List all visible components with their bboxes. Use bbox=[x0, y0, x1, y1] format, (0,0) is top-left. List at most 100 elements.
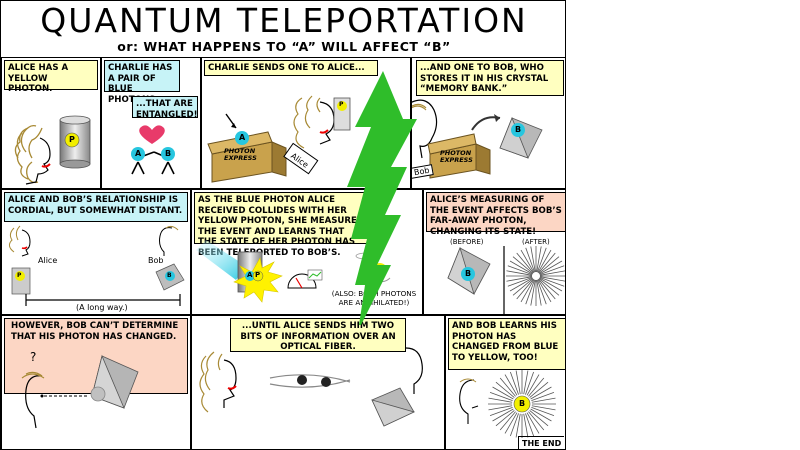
caption-charlie-sends: CHARLIE SENDS ONE TO ALICE... bbox=[204, 60, 378, 76]
the-end-label: THE END bbox=[518, 436, 565, 449]
caption-bob-learns: AND BOB LEARNS HIS PHOTON HAS CHANGED FR… bbox=[448, 318, 565, 370]
burst-ray bbox=[506, 270, 533, 276]
burst-ray bbox=[516, 252, 534, 274]
burst-ray bbox=[537, 279, 552, 303]
page-title: QUANTUM TELEPORTATION bbox=[40, 1, 528, 40]
photon-p-label: P bbox=[339, 101, 344, 108]
photon-p-label: P bbox=[17, 272, 22, 279]
comic-strip: QUANTUM TELEPORTATION or: WHAT HAPPENS T… bbox=[0, 0, 566, 450]
burst-ray bbox=[539, 265, 565, 276]
burst-ray bbox=[530, 386, 552, 400]
burst-ray bbox=[529, 381, 549, 398]
after-label: (AFTER) bbox=[522, 238, 550, 246]
entangled-photons-illustration bbox=[131, 125, 175, 175]
burst-ray bbox=[539, 276, 565, 282]
burst-ray bbox=[509, 277, 533, 292]
photon-b-label: B bbox=[515, 125, 522, 134]
burst-ray bbox=[530, 279, 536, 306]
panel-alice-yellow-photon: ALICE HAS A YELLOW PHOTON. P bbox=[1, 57, 101, 189]
burst-ray bbox=[489, 407, 513, 417]
burst-ray bbox=[525, 247, 536, 273]
photon-p-label: P bbox=[255, 271, 261, 279]
burst-ray bbox=[526, 412, 540, 434]
fiber-transmission-illustration bbox=[199, 347, 423, 427]
burst-ray bbox=[537, 249, 552, 273]
burst-ray bbox=[509, 260, 533, 275]
photon-express-box-alice bbox=[207, 95, 351, 183]
burst-ray bbox=[520, 249, 535, 273]
burst-ray bbox=[492, 408, 514, 422]
caption-measuring: ALICE’S MEASURING OF THE EVENT AFFECTS B… bbox=[426, 192, 565, 237]
burst-ray bbox=[525, 279, 536, 305]
burst-ray bbox=[539, 260, 563, 275]
burst-ray bbox=[536, 279, 542, 306]
burst-ray bbox=[488, 397, 513, 403]
burst-ray bbox=[531, 397, 556, 403]
question-mark: ? bbox=[30, 350, 37, 364]
burst-ray bbox=[512, 256, 534, 274]
caption-collision: AS THE BLUE PHOTON ALICE RECEIVED COLLID… bbox=[194, 192, 370, 258]
burst-ray bbox=[531, 407, 555, 417]
panel-bob-learns: AND BOB LEARNS HIS PHOTON HAS CHANGED FR… bbox=[445, 315, 565, 449]
bob-looking-at-crystal bbox=[21, 354, 139, 429]
burst-ray bbox=[506, 276, 533, 282]
burst-ray bbox=[528, 411, 545, 431]
panel-optical-fiber: ...UNTIL ALICE SENDS HIM TWO BITS OF INF… bbox=[191, 315, 445, 449]
caption-cant-determine: HOWEVER, BOB CAN’T DETERMINE THAT HIS PH… bbox=[4, 318, 188, 394]
caption-optical-fiber: ...UNTIL ALICE SENDS HIM TWO BITS OF INF… bbox=[230, 318, 406, 352]
lightning-bolt bbox=[347, 71, 417, 325]
before-label: (BEFORE) bbox=[450, 238, 484, 246]
burst-ray bbox=[516, 278, 534, 300]
photon-a-label: A bbox=[135, 149, 142, 158]
panel-measuring-affects-bob: ALICE’S MEASURING OF THE EVENT AFFECTS B… bbox=[423, 189, 565, 315]
burst-ray bbox=[507, 276, 533, 287]
photon-b-label: B bbox=[519, 399, 526, 408]
burst-ray bbox=[538, 278, 556, 300]
photon-a-label: A bbox=[247, 271, 253, 279]
photon-a-label: A bbox=[239, 133, 246, 142]
burst-ray bbox=[492, 386, 514, 400]
burst-ray bbox=[525, 371, 535, 395]
burst-ray bbox=[539, 277, 563, 292]
burst-ray bbox=[539, 276, 565, 287]
burst-ray bbox=[536, 247, 547, 273]
burst-ray bbox=[538, 278, 560, 296]
burst-ray bbox=[495, 381, 515, 398]
burst-ray bbox=[495, 410, 515, 427]
burst-ray bbox=[529, 410, 549, 427]
burst-ray bbox=[538, 252, 556, 274]
alice-label: Alice bbox=[38, 256, 58, 265]
burst-ray bbox=[530, 246, 536, 273]
page-subtitle: or: WHAT HAPPENS TO “A” WILL AFFECT “B” bbox=[117, 39, 451, 54]
burst-ray bbox=[489, 391, 513, 401]
before-after-crystal bbox=[447, 246, 565, 314]
burst-ray bbox=[531, 405, 556, 411]
burst-ray bbox=[539, 270, 565, 276]
burst-ray bbox=[515, 413, 521, 438]
yellow-photon-burst bbox=[459, 370, 556, 438]
burst-ray bbox=[523, 370, 529, 395]
photon-b-label: B bbox=[465, 269, 472, 278]
burst-ray bbox=[530, 408, 552, 422]
photon-b-label: B bbox=[165, 149, 172, 158]
burst-ray bbox=[512, 278, 534, 296]
burst-ray bbox=[515, 370, 521, 395]
burst-ray bbox=[528, 377, 545, 397]
burst-ray bbox=[525, 413, 535, 437]
burst-ray bbox=[499, 377, 516, 397]
burst-ray bbox=[488, 405, 513, 411]
yellow-photon-container bbox=[59, 115, 91, 169]
caption-entangled: ...THAT ARE ENTANGLED! bbox=[132, 96, 198, 120]
box-text-photon-express: PHOTON EXPRESS bbox=[224, 147, 257, 162]
burst-ray bbox=[523, 413, 529, 438]
caption-alice-yellow: ALICE HAS A YELLOW PHOTON. bbox=[4, 60, 98, 94]
burst-ray bbox=[526, 374, 540, 396]
photon-p-label: P bbox=[69, 135, 75, 144]
burst-ray bbox=[536, 279, 547, 305]
caption-bob-memory-bank: ...AND ONE TO BOB, WHO STORES IT IN HIS … bbox=[416, 60, 564, 96]
burst-ray bbox=[536, 246, 542, 273]
burst-ray bbox=[509, 413, 519, 437]
burst-ray bbox=[509, 371, 519, 395]
bob-and-crystal-illustration bbox=[412, 99, 543, 179]
burst-ray bbox=[499, 411, 516, 431]
